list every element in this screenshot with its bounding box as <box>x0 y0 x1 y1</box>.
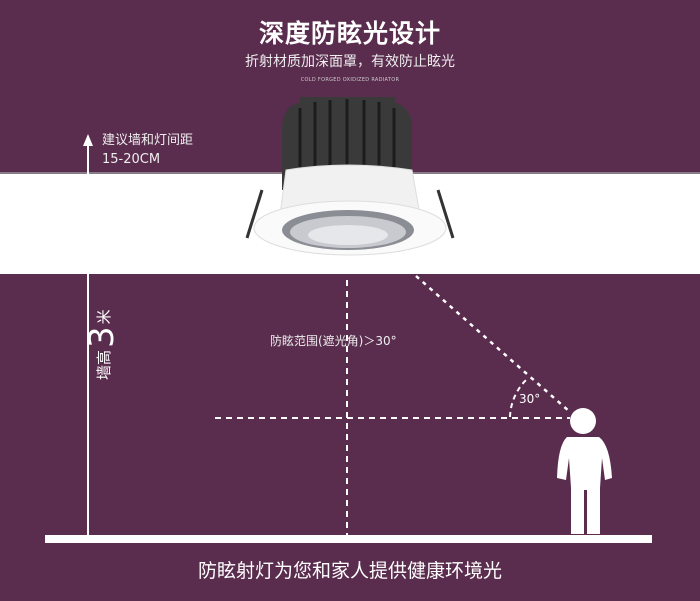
footer-text: 防眩射灯为您和家人提供健康环境光 <box>197 560 502 582</box>
glare-dashed-line <box>415 275 571 413</box>
downlight-product-image <box>245 97 455 256</box>
wall-spacing-label: 建议墙和灯间距 15-20CM <box>102 131 193 169</box>
spacing-label-line1: 建议墙和灯间距 <box>102 133 194 148</box>
spacing-label-line2: 15-20CM <box>102 152 161 167</box>
wall-height-label: 墙高3米 <box>82 309 122 380</box>
tagline: COLD FORGED OXIDIZED RADIATOR <box>300 77 400 83</box>
angle-arc <box>509 378 528 418</box>
anti-glare-range-label: 防眩范围(遮光角)＞30° <box>270 334 397 348</box>
floor-line <box>45 535 652 543</box>
wall-height-unit: 米 <box>95 309 113 325</box>
wall-height-value: 3 <box>82 326 122 348</box>
subtitle: 折射材质加深面罩，有效防止眩光 <box>245 54 455 70</box>
angle-label: 30° <box>519 392 541 406</box>
page-title: 深度防眩光设计 <box>258 19 441 48</box>
wall-height-prefix: 墙高 <box>95 349 113 380</box>
person-icon <box>557 408 612 534</box>
arrow-up-icon <box>83 134 93 146</box>
